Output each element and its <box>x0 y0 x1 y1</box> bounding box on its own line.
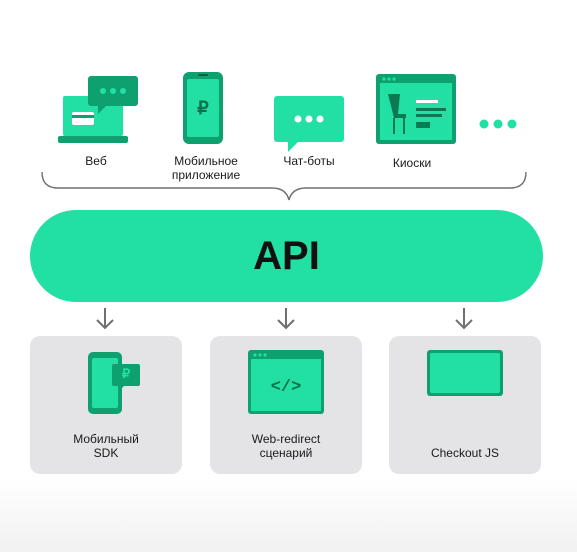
code-icon: </> <box>270 378 302 397</box>
channel-chatbots-label: Чат-боты <box>283 154 335 168</box>
channel-mobile-app: ₽ Мобильное приложение <box>160 72 252 184</box>
arrow-down-icon <box>277 308 295 330</box>
phone-ruble-icon <box>88 352 140 414</box>
chat-bubble-icon <box>274 96 344 152</box>
channel-chatbots: Чат-боты <box>266 90 352 180</box>
grouping-brace <box>41 171 527 201</box>
channel-kiosks-label: Киоски <box>392 156 432 170</box>
kiosk-screen-icon <box>376 74 456 144</box>
card-checkout-js-label: Checkout JS <box>430 446 500 460</box>
card-web-redirect-label: Web-redirect сценарий <box>251 432 321 460</box>
api-label: API <box>253 233 320 278</box>
channel-web-label: Веб <box>85 154 107 168</box>
channel-web: Веб <box>58 72 148 172</box>
arrow-down-icon <box>455 308 473 330</box>
channel-mobile-app-label: Мобильное приложение <box>171 154 241 182</box>
card-mobile-sdk-label: Мобильный SDK <box>73 432 139 460</box>
browser-code-icon <box>248 350 324 414</box>
card-checkout-js: Checkout JS <box>389 336 541 474</box>
card-mobile-sdk: ₽ Мобильный SDK <box>30 336 182 474</box>
card-web-redirect: </> Web-redirect сценарий <box>210 336 362 474</box>
more-dots-icon <box>479 119 517 129</box>
phone-ruble-icon <box>183 72 223 144</box>
channel-kiosks: Киоски <box>372 74 458 174</box>
ruble-icon: ₽ <box>121 366 131 381</box>
bottom-fade <box>0 480 577 552</box>
arrow-down-icon <box>96 308 114 330</box>
widget-icon <box>427 350 503 396</box>
api-hub: API <box>30 210 543 302</box>
laptop-chat-icon <box>58 76 138 143</box>
ruble-icon: ₽ <box>197 98 209 118</box>
